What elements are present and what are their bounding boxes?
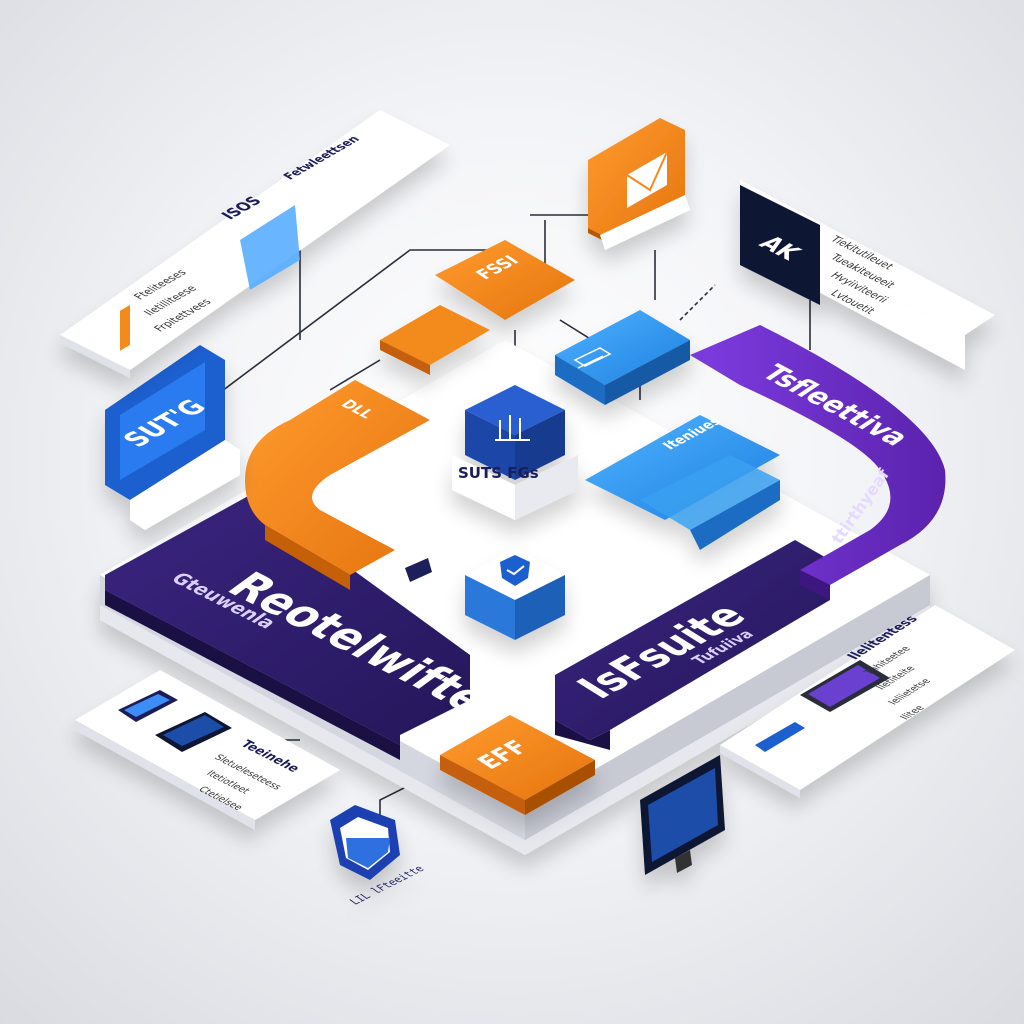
orange-bottom-module: EFF: [440, 715, 595, 815]
tablet-icon: [800, 660, 890, 712]
orange-top-module: FSSI: [380, 240, 575, 375]
monitor-icon: [640, 755, 725, 875]
envelope-icon: [626, 151, 668, 208]
mail-tile: [588, 118, 690, 250]
keyboard-icon: [755, 722, 805, 752]
shield-badge: LIL lFteeitte: [330, 805, 427, 907]
center-cube: SUTS FGs: [452, 385, 578, 520]
shield-cube: [465, 548, 565, 640]
center-cube-label: SUTS FGs: [458, 464, 539, 482]
shield-icon: [500, 555, 530, 586]
card-bottom-right: Ilelitentess Thhiteetee Iletiiteite Ieli…: [720, 605, 1015, 798]
blue-panel-module: Iteniues: [585, 415, 780, 550]
blue-upper-module: [555, 310, 690, 405]
tablet-icon: [155, 712, 232, 752]
left-blue-block: SUT'G: [105, 345, 240, 530]
phone-icon: [118, 690, 178, 722]
document-stack-icon: [573, 347, 612, 369]
building-icon: [495, 415, 530, 441]
small-chip-icon: [405, 558, 432, 582]
orange-track: DLL: [245, 380, 430, 590]
